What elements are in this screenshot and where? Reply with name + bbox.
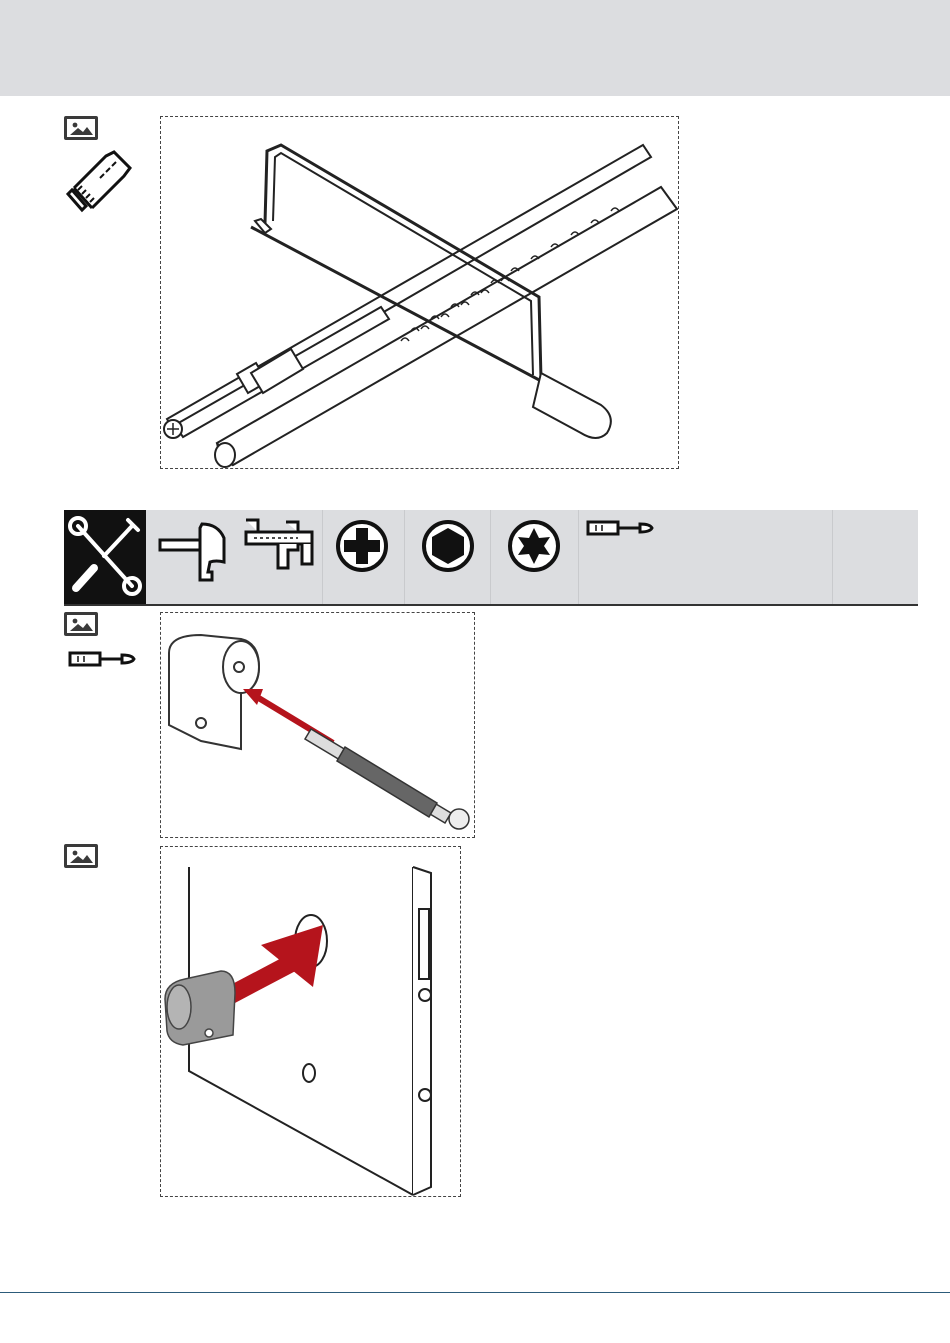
tool-separator xyxy=(322,510,323,604)
cylinder-into-door-illustration xyxy=(161,847,460,1196)
hacksaw-cutting-illustration xyxy=(161,117,678,468)
tool-separator xyxy=(490,510,491,604)
required-tools-bar xyxy=(64,510,918,606)
screwdriver-icon xyxy=(584,510,656,604)
image-icon xyxy=(64,116,98,140)
hacksaw-illustration-frame xyxy=(160,116,679,469)
image-icon xyxy=(64,844,98,868)
wrench-and-screwdriver-icon xyxy=(64,510,146,604)
caliper-icon xyxy=(238,510,314,604)
footer-rule xyxy=(0,1292,950,1293)
hammer-icon xyxy=(154,510,230,604)
header-band xyxy=(0,0,950,96)
screw-into-cylinder-illustration xyxy=(161,613,474,837)
cylinder-screw-illustration-frame xyxy=(160,612,475,838)
door-cylinder-illustration-frame xyxy=(160,846,461,1197)
screwdriver-icon xyxy=(66,648,138,675)
tool-separator xyxy=(404,510,405,604)
hex-bit-icon xyxy=(410,510,486,604)
tool-separator xyxy=(578,510,579,604)
tool-separator xyxy=(832,510,833,604)
hacksaw-icon xyxy=(66,148,136,221)
image-icon xyxy=(64,612,98,636)
torx-bit-icon xyxy=(496,510,572,604)
phillips-bit-icon xyxy=(326,510,402,604)
